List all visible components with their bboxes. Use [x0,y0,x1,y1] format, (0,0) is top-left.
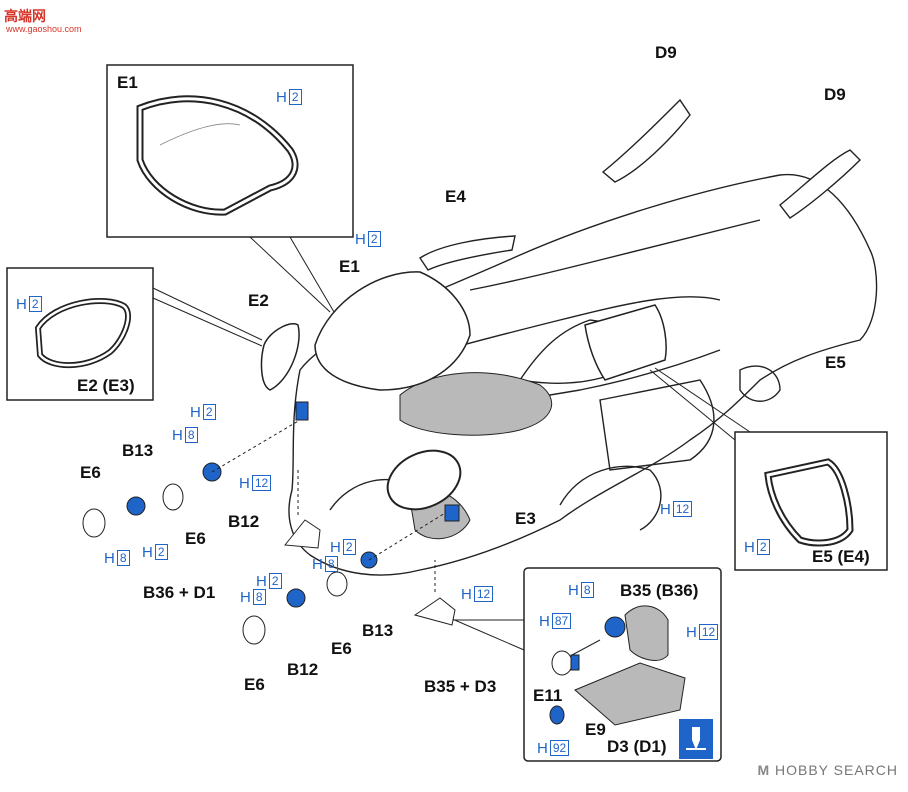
part-label-b35-d3: B35 + D3 [424,677,497,696]
b35-detail-box [523,567,722,762]
e5-window [584,304,667,381]
part-label-e2: E2 [248,291,269,310]
e6-lens-d [242,615,266,645]
watermark-search-text: HOBBY SEARCH [775,762,898,778]
part-label-e1: E1 [339,257,360,276]
rear-light [739,365,781,402]
part-label-e6-a: E6 [80,463,101,482]
b13-upper-lamp [126,496,146,516]
e6-lens-b [162,483,184,511]
d9-vent-right [779,149,861,219]
part-label-e6-d: E6 [244,675,265,694]
cockpit-interior [399,372,553,436]
car-body-outline [288,173,878,576]
b35-d3-bracket [413,597,456,626]
part-label-e11: E11 [533,686,563,705]
lamp-assemblies [82,401,460,645]
part-label-b36-d1: B36 + D1 [143,583,216,602]
e2-lens [260,323,300,391]
part-label-e5: E5 [825,353,846,372]
part-label-e4: E4 [445,187,466,206]
part-label-e6-b: E6 [185,529,206,548]
part-label-e2-box: E2 (E3) [77,376,135,395]
part-label-b12-a: B12 [228,512,260,531]
part-label-b35-b36: B35 (B36) [620,581,699,600]
d9-vent-left [601,98,691,183]
part-label-d9-right: D9 [824,85,846,104]
part-label-b13-a: B13 [122,441,154,460]
b35-inset-art [549,605,686,726]
leader-lines [152,236,751,651]
part-label-b13-b: B13 [362,621,394,640]
e4-part [419,235,516,271]
e6-lens-a [82,508,106,538]
e5-detail-box [734,431,888,571]
b36-d1-bracket [284,519,321,549]
paint-tip-icon [679,719,713,759]
e1-windscreen [314,271,471,391]
part-label-e9: E9 [585,720,606,739]
rear-wheel-arch [559,465,662,531]
part-label-e3: E3 [515,509,536,528]
e6-lens-c [326,571,348,597]
part-label-b12-b: B12 [287,660,319,679]
part-label-e6-c: E6 [331,639,352,658]
e3-cover [386,449,462,511]
part-label-e5-box: E5 (E4) [812,547,870,566]
side-intake [599,379,715,471]
b12-lower-lamp [286,588,306,608]
part-label-d3-d1: D3 (D1) [607,737,667,756]
watermark-url: www.gaoshou.com [6,24,82,34]
watermark-symbol: M [757,762,771,778]
watermark-search: M HOBBY SEARCH [757,762,898,778]
watermark-logo: 高端网 [4,8,46,24]
part-label-e1-box: E1 [117,73,138,92]
e2-detail-box [6,267,154,401]
part-label-d9-left: D9 [655,43,677,62]
